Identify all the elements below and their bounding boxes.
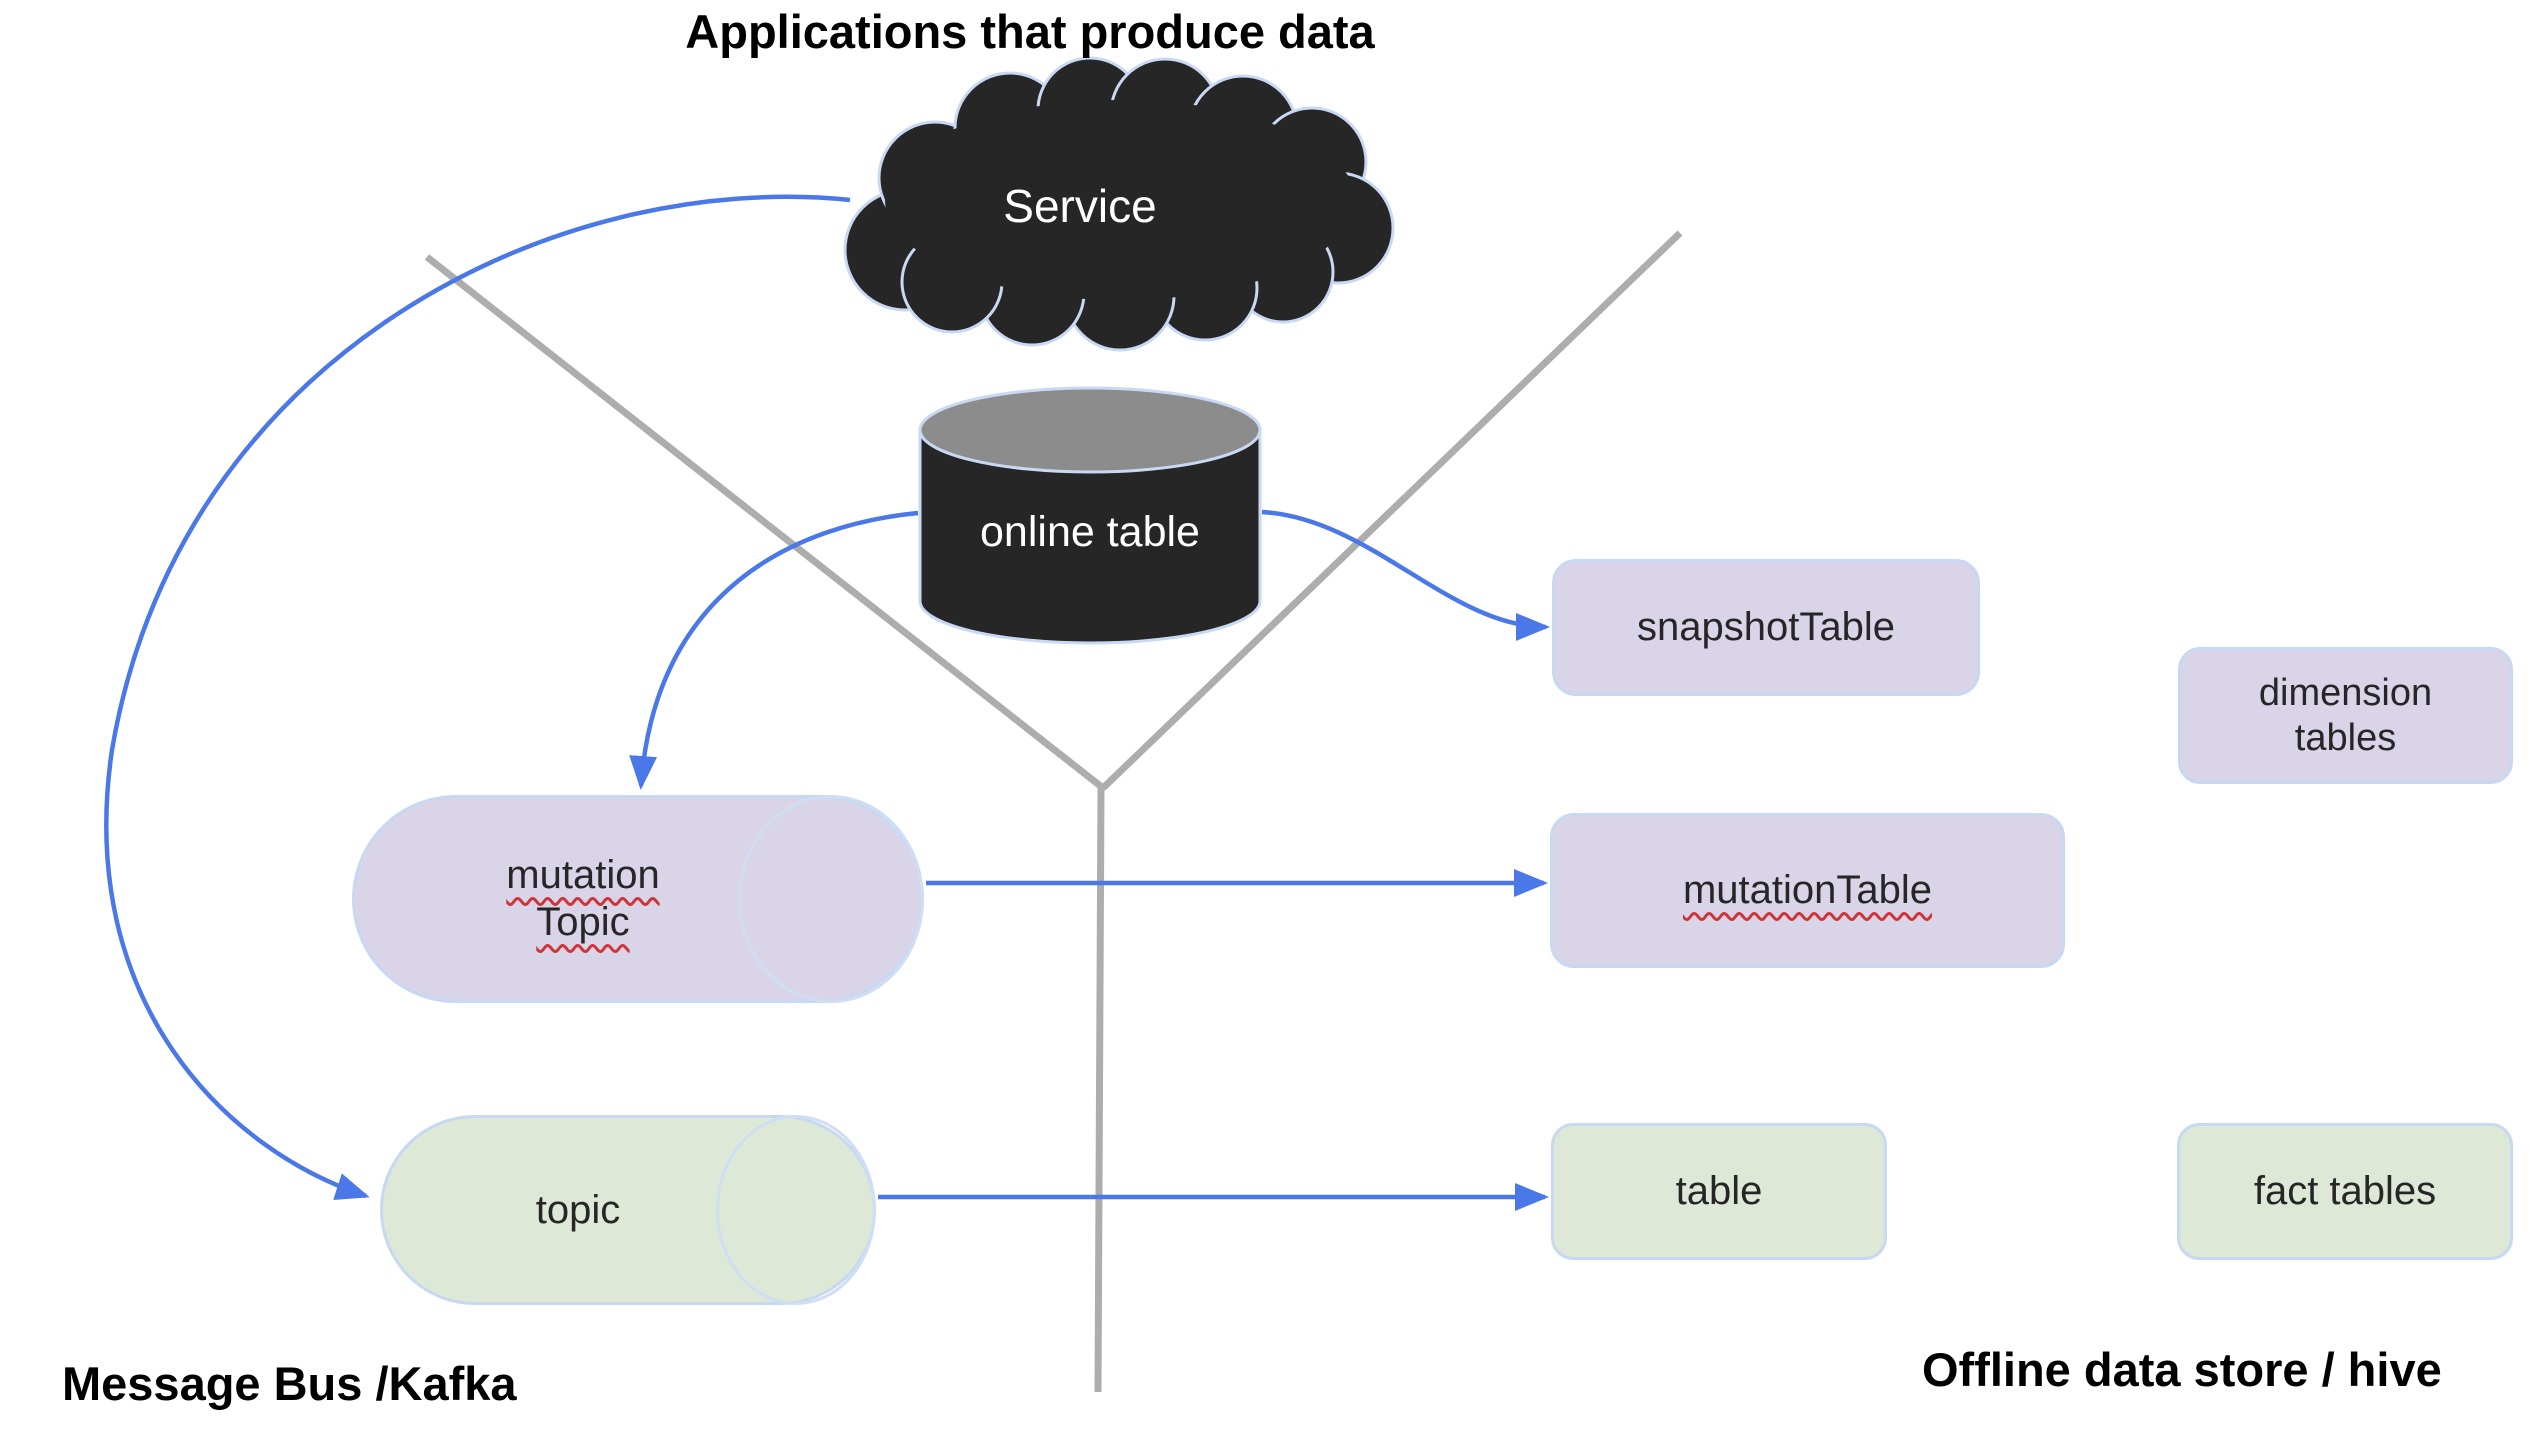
mutation-table-label: mutationTable [1682,868,1933,912]
mutation-topic-label-line2: Topic [536,900,630,944]
table-label: table [1675,1169,1763,1213]
arrow-online-table-to-mutation-topic [629,510,919,790]
dimension-tables-label-line2: tables [2294,716,2397,759]
mutation-table-node: mutationTable [1550,813,2065,968]
online-table-label: online table [980,507,1200,556]
snapshot-table-label: snapshotTable [1637,605,1895,649]
mutation-topic-label-line1: mutation [506,852,660,897]
service-cloud-shape [843,56,1395,352]
arrow-online-table-to-snapshot-table [1261,509,1550,641]
divider-left-diagonal [424,254,1106,791]
divider-vertical [1094,787,1105,1393]
topic-node: topic [380,1115,876,1305]
service-cloud-label: Service [1003,180,1157,232]
topic-cylinder-cap [716,1115,876,1305]
mutation-topic-cylinder-cap [738,795,924,1003]
mutation-topic-node: mutation Topic [352,795,924,1003]
diagram-title: Applications that produce data [685,5,1375,58]
fact-tables-label: fact tables [2253,1169,2437,1213]
topic-label: topic [535,1187,621,1232]
fact-tables-node: fact tables [2177,1123,2513,1260]
table-node: table [1551,1123,1887,1260]
arrow-service-to-topic [104,194,851,1200]
dimension-tables-node: dimension tables [2178,647,2513,784]
dimension-tables-label-line1: dimension [2258,671,2433,714]
offline-store-region-label: Offline data store / hive [1922,1343,2442,1396]
snapshot-table-node: snapshotTable [1552,559,1980,696]
message-bus-region-label: Message Bus /Kafka [62,1357,517,1410]
divider-right-diagonal [1100,230,1683,791]
online-table-cylinder-shape [918,386,1262,645]
